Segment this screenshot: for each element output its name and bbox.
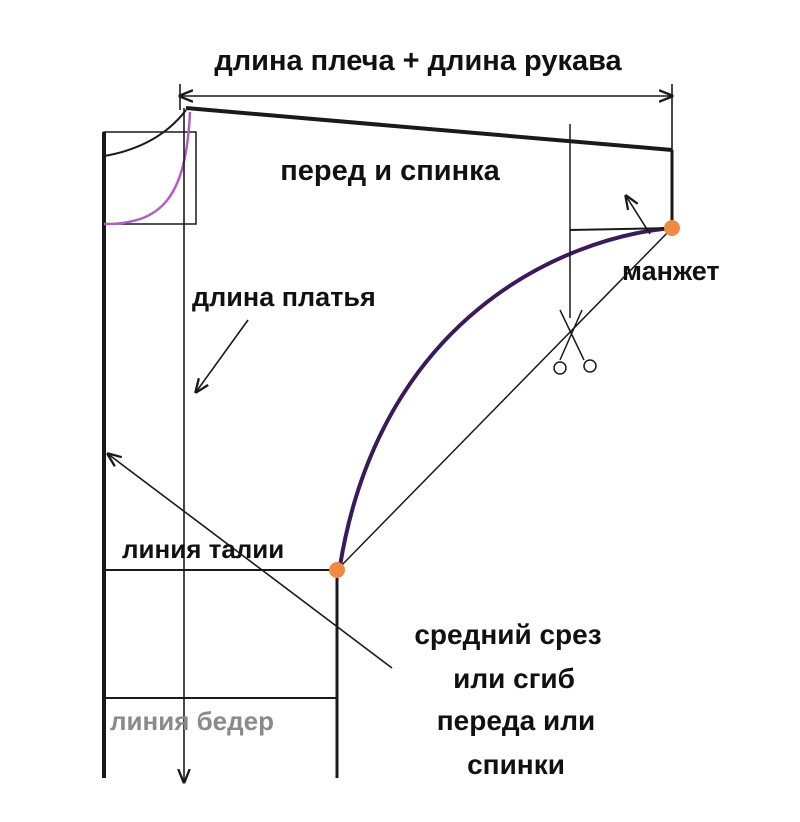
diagonal-line (336, 227, 673, 571)
dress-length-pointer (196, 319, 249, 392)
cuff-label: манжет (622, 256, 720, 286)
waist-line-label: линия талии (122, 534, 284, 564)
front-back-label: перед и спинка (280, 155, 500, 187)
underarm-curve (338, 226, 673, 567)
center-cut-label-4: спинки (467, 749, 565, 780)
shoulder-line (185, 106, 673, 152)
center-cut-label-1: средний срез (414, 619, 601, 650)
scissors-icon (553, 309, 597, 375)
waist-point (329, 562, 345, 578)
cuff-point (664, 220, 680, 236)
pattern-outline (102, 106, 674, 778)
center-cut-label-2: или сгиб (453, 663, 575, 694)
neck-curve-dark (103, 109, 187, 157)
neck-box (103, 131, 197, 225)
dimension-arrows (108, 84, 672, 782)
shoulder-sleeve-length-label: длина плеча + длина рукава (214, 45, 622, 77)
center-cut-pointer (108, 454, 393, 669)
neckline (103, 109, 197, 226)
dress-length-label: длина платья (192, 282, 376, 312)
hip-line-label: линия бедер (110, 706, 274, 736)
neck-curve-purple (103, 111, 192, 226)
cuff-pointer (626, 196, 651, 235)
center-cut-label-3: переда или (437, 705, 596, 736)
cuff-line (569, 227, 673, 231)
